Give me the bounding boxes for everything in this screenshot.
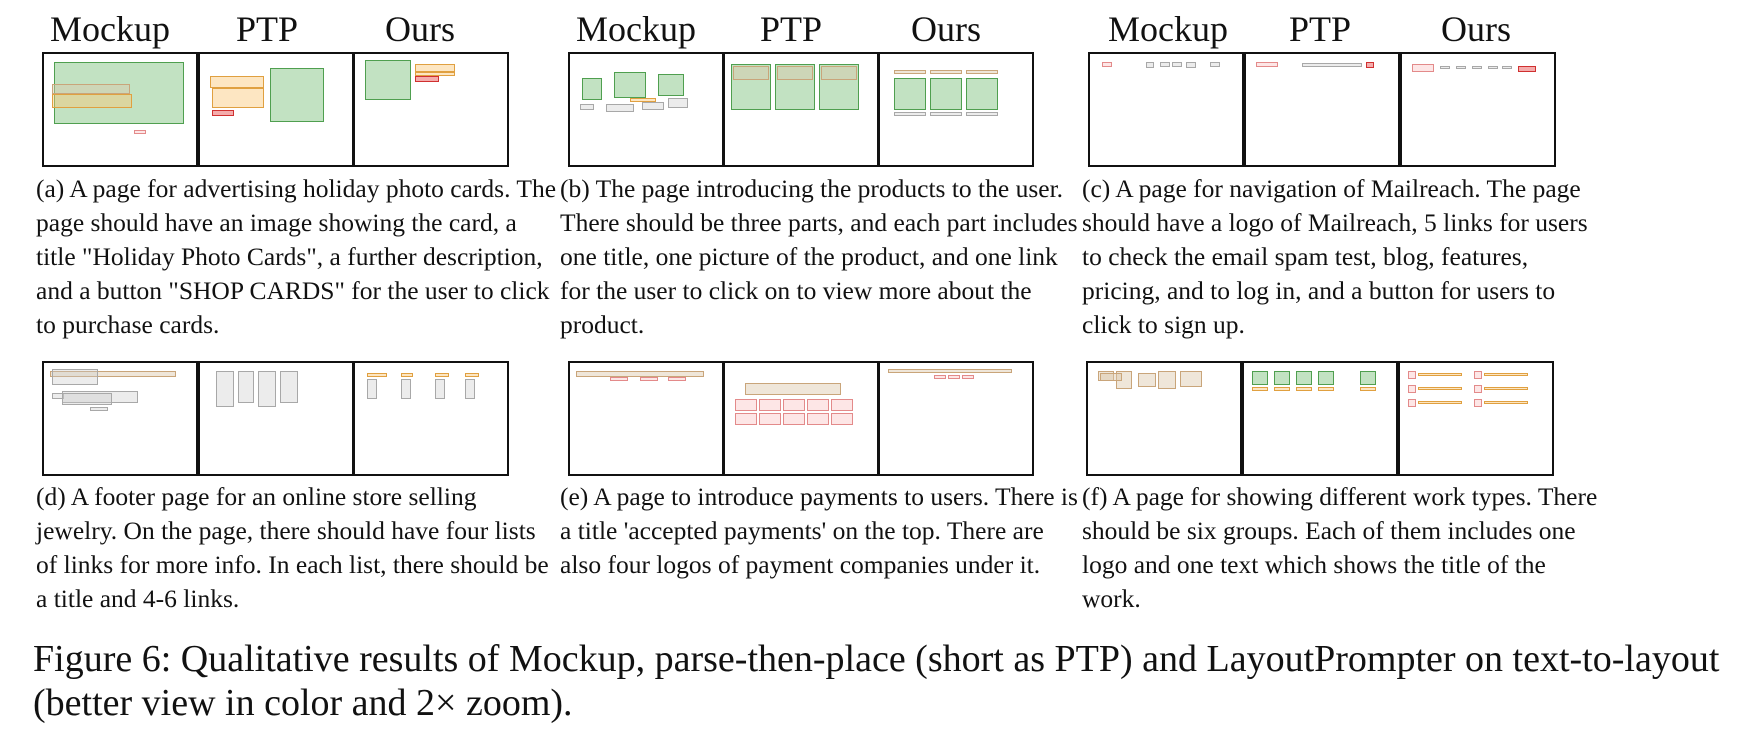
layout-mockup-e [568, 361, 724, 476]
layout-ptp-a [198, 52, 354, 167]
head-ptp: PTP [1288, 9, 1352, 49]
layout-mockup-d [42, 361, 198, 476]
layout-mockup-c [1088, 52, 1244, 167]
layout-ours-d [353, 361, 509, 476]
head-mockup: Mockup [576, 9, 696, 49]
layout-ours-b [878, 52, 1034, 167]
layout-mockup-b [568, 52, 724, 167]
layout-mockup-f [1086, 361, 1242, 476]
layout-ptp-c [1244, 52, 1400, 167]
layout-ours-a [353, 52, 509, 167]
layout-ours-e [878, 361, 1034, 476]
layout-ptp-f [1242, 361, 1398, 476]
caption-a: (a) A page for advertising holiday photo… [36, 174, 557, 339]
layout-ours-c [1400, 52, 1556, 167]
caption-b: (b) The page introducing the products to… [560, 174, 1078, 339]
caption-f: (f) A page for showing different work ty… [1082, 482, 1598, 613]
layout-ours-f [1398, 361, 1554, 476]
head-ptp: PTP [235, 9, 299, 49]
layout-ptp-e [723, 361, 879, 476]
layout-mockup-a [42, 52, 198, 167]
caption-d: (d) A footer page for an online store se… [36, 482, 549, 613]
layout-ptp-b [723, 52, 879, 167]
head-ptp: PTP [759, 9, 823, 49]
head-ours: Ours [1441, 9, 1511, 49]
head-ours: Ours [385, 9, 455, 49]
head-mockup: Mockup [50, 9, 170, 49]
head-mockup: Mockup [1108, 9, 1228, 49]
head-ours: Ours [911, 9, 981, 49]
caption-e: (e) A page to introduce payments to user… [560, 482, 1078, 579]
caption-c: (c) A page for navigation of Mailreach. … [1082, 174, 1588, 339]
figure-caption: Figure 6: Qualitative results of Mockup,… [33, 638, 1720, 724]
layout-ptp-d [198, 361, 354, 476]
